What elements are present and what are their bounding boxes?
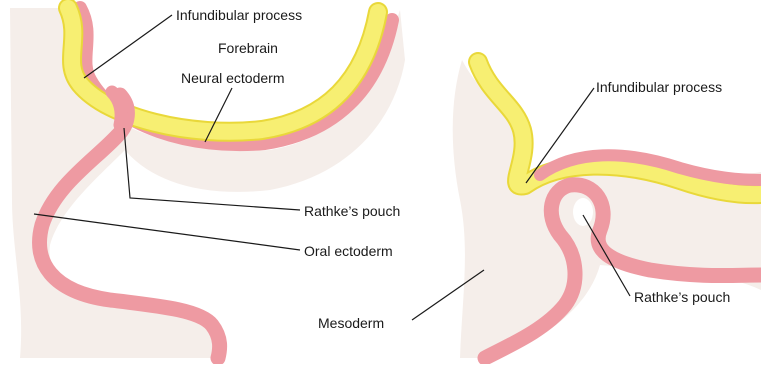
label-oral-ectoderm: Oral ectoderm	[304, 243, 393, 259]
label-infundibular-process-left: Infundibular process	[176, 7, 302, 23]
label-neural-ectoderm: Neural ectoderm	[181, 70, 285, 86]
left-panel	[10, 8, 405, 358]
right-panel	[453, 60, 761, 358]
leader-infundibular-left	[84, 15, 172, 78]
label-rathkes-pouch-right: Rathke’s pouch	[634, 289, 730, 305]
label-forebrain: Forebrain	[218, 40, 278, 56]
leader-oral-ectoderm	[34, 214, 300, 250]
label-rathkes-pouch-left: Rathke’s pouch	[304, 203, 400, 219]
right-rathkes-pouch-lumen	[573, 198, 593, 226]
label-infundibular-process-right: Infundibular process	[596, 79, 722, 95]
label-mesoderm: Mesoderm	[318, 315, 384, 331]
